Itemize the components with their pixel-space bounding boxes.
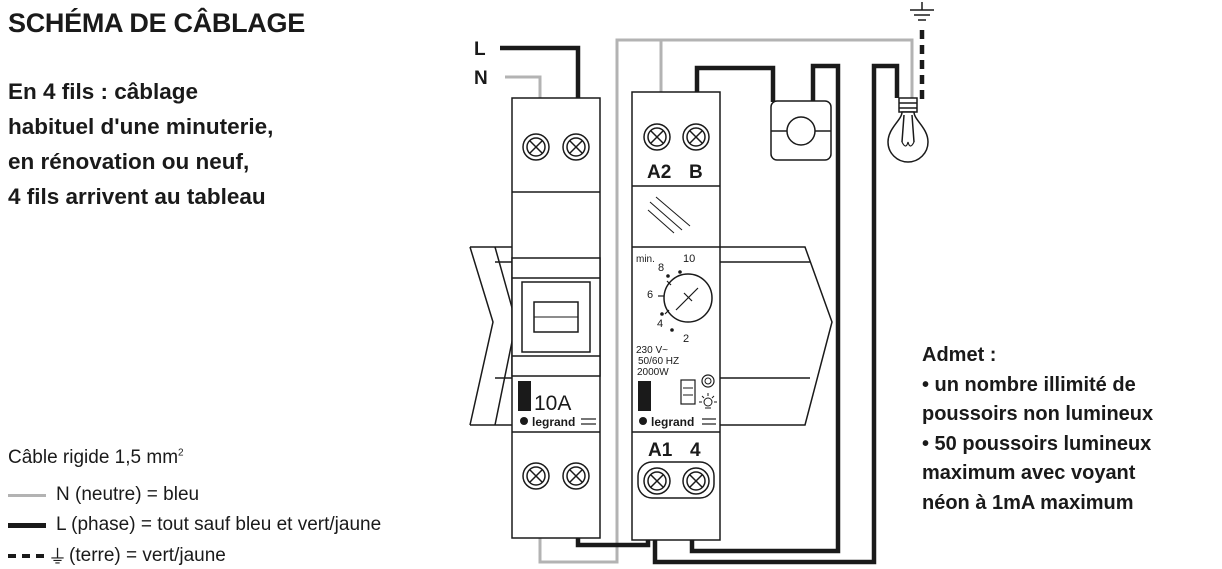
admet-heading: Admet : [922,344,997,366]
timer-switch[interactable] [638,381,651,411]
earth-icon: ⏚ [48,547,68,568]
screw-icon [643,123,671,151]
neutral-wire-n [505,75,542,98]
switch-wire-top [694,65,776,102]
terminal-label-a2: A2 [647,162,671,183]
cable-spec-text: Câble rigide 1,5 mm [8,447,179,468]
phase-wire-l [500,45,581,98]
earth-wire [910,2,934,100]
dial-mark-10: 10 [683,253,695,265]
breaker-brand: legrand [532,415,575,429]
legend-label-earth: (terre) = vert/jaune [69,544,226,566]
admet-line: maximum avec voyant [922,462,1136,484]
legend-item-neutral: N (neutre) = bleu [8,484,199,506]
cable-spec: Câble rigide 1,5 mm2 [8,447,184,469]
neutral-link-bottom [538,38,661,564]
dial-unit: min. [636,254,655,265]
breaker-rating: 10A [534,392,571,415]
switch-wire-bottom [689,63,841,554]
circuit-breaker: 10A legrand [511,97,601,539]
screw-icon [643,467,671,495]
admet-note: Admet : • un nombre illimité de poussoir… [922,341,1153,518]
screw-icon [682,467,710,495]
screw-icon [562,133,590,161]
screw-icon [522,133,550,161]
timer-spec-frequency: 50/60 HZ [638,356,679,367]
subtitle-line: En 4 fils : câblage [8,79,199,104]
lamp-status-icon [699,393,717,409]
indicator-icon [701,374,715,388]
admet-line: poussoirs non lumineux [922,403,1154,425]
terminal-label-a1: A1 [648,440,673,461]
dial-mark-6: 6 [647,289,653,301]
screw-icon [522,462,550,490]
light-bulb-icon [887,97,929,163]
admet-line: • 50 poussoirs lumineux [922,432,1152,455]
screw-icon [682,123,710,151]
timer-module: A2 B A1 4 min. 2 4 6 8 10 230 V~ 50/60 H… [631,91,721,541]
page-title: SCHÉMA DE CÂBLAGE [8,8,305,38]
legend-item-earth: ⏚ (terre) = vert/jaune [8,542,226,569]
dial-mark-4: 4 [657,318,663,330]
dial-mark-2: 2 [683,333,689,345]
screw-icon [562,462,590,490]
dial-mark-8: 8 [658,262,664,274]
lamp-wire [652,63,900,565]
cable-spec-superscript: 2 [178,447,184,459]
earth-line-swatch [8,553,44,558]
wire-label-l: L [474,39,486,60]
subtitle: En 4 fils : câblage habituel d'une minut… [8,74,273,214]
neutral-line-swatch [8,493,46,497]
push-button-icon [770,100,832,161]
subtitle-line: en rénovation ou neuf, [8,149,250,174]
timer-spec-voltage: 230 V~ [636,345,668,356]
wire-label-n: N [474,68,488,89]
screw-terminals [522,123,710,495]
admet-line: • un nombre illimité de [922,373,1136,396]
legend-item-phase: L (phase) = tout sauf bleu et vert/jaune [8,514,381,536]
phase-line-swatch [8,522,46,528]
timer-brand: legrand [651,415,694,429]
legend-label-neutral: N (neutre) = bleu [56,484,200,505]
legend: Câble rigide 1,5 mm2 N (neutre) = bleu L… [8,447,381,568]
terminal-label-b: B [689,162,703,183]
terminal-label-4: 4 [690,440,701,461]
admet-line: néon à 1mA maximum [922,491,1134,514]
subtitle-line: 4 fils arrivent au tableau [8,184,266,209]
wires [500,38,914,565]
timer-spec-power: 2000W [637,367,669,378]
legend-label-phase: L (phase) = tout sauf bleu et vert/jaune [56,514,382,535]
subtitle-line: habituel d'une minuterie, [8,114,274,139]
neutral-wire-a2 [659,38,914,98]
